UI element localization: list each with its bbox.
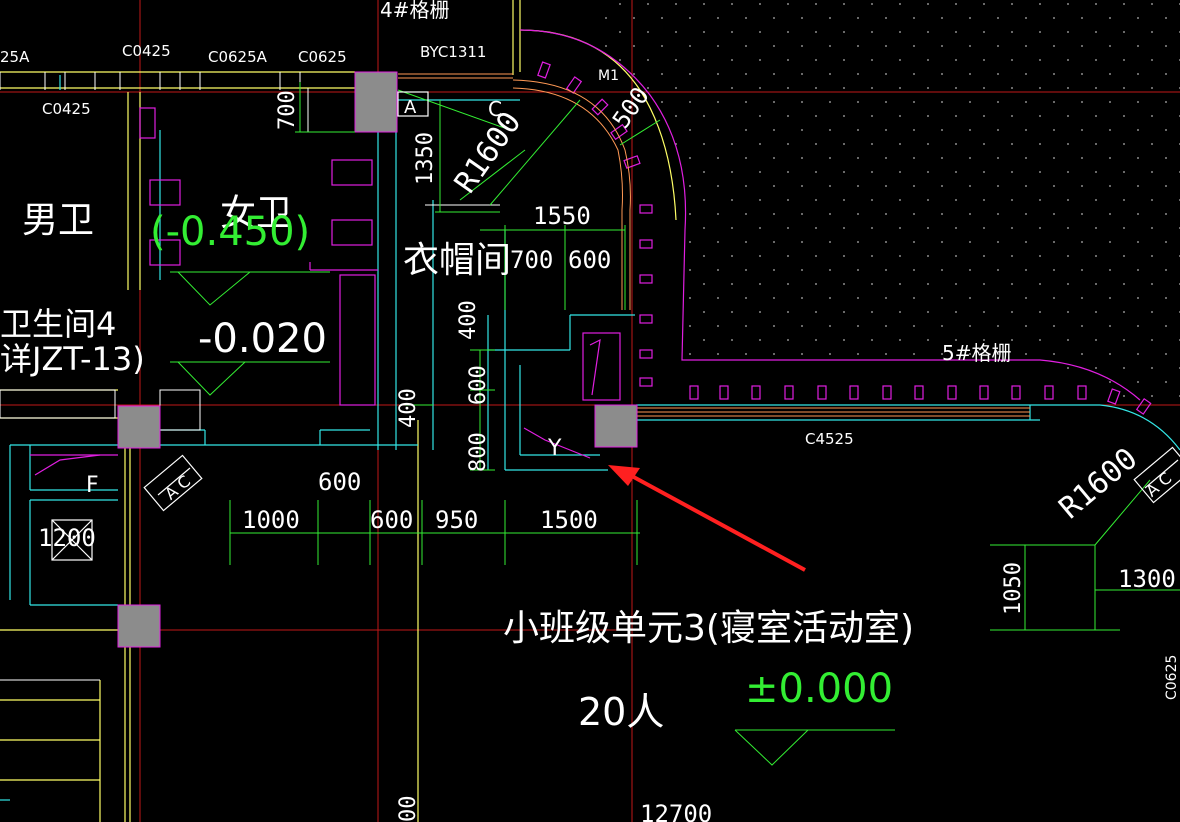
hatched-outdoor-area <box>600 0 1180 402</box>
white-lines <box>0 72 500 681</box>
dim-12700: 12700 <box>640 800 712 822</box>
room-cloak-label: 衣帽间 <box>403 240 511 281</box>
dim-600-vertical: 600 <box>466 365 491 405</box>
room-people-label: 20人 <box>578 690 664 734</box>
dim-950: 950 <box>435 506 478 534</box>
dim-1300: 1300 <box>1118 565 1176 593</box>
window-25a-label: 25A <box>0 48 30 66</box>
marker-a: A <box>404 97 417 118</box>
section-ac-left: A C <box>161 472 194 504</box>
annotation-arrow <box>608 465 806 572</box>
room-toilet-ref-label: 详JZT-13) <box>0 340 145 378</box>
dim-1200: 1200 <box>38 524 96 552</box>
window-byc1311-label: BYC1311 <box>420 43 486 61</box>
window-c0625-label: C0625 <box>298 48 347 66</box>
room-men-label: 男卫 <box>22 200 94 241</box>
dim-600-top: 600 <box>568 246 611 274</box>
dim-400-vertical-2: 400 <box>396 388 421 428</box>
marker-y: Y <box>547 436 562 461</box>
room-unit-label: 小班级单元3(寝室活动室) <box>503 608 914 649</box>
dim-600-mid: 600 <box>318 468 361 496</box>
marker-c: C <box>488 97 502 121</box>
cyan-walls <box>0 75 1180 801</box>
dim-700-vertical: 700 <box>275 90 300 130</box>
window-c0625a-label: C0625A <box>208 48 268 66</box>
dim-1050-vertical: 1050 <box>1001 562 1026 615</box>
grille-5-label: 5#格栅 <box>942 341 1011 365</box>
dim-00-vertical: 00 <box>396 796 421 822</box>
window-c0425-b-label: C0425 <box>42 100 91 118</box>
marker-f: F <box>86 473 99 498</box>
dim-1000: 1000 <box>242 506 300 534</box>
elevation-zero: ±0.000 <box>745 666 893 712</box>
elevation-neg-0020: -0.020 <box>198 316 327 362</box>
dim-400-vertical: 400 <box>456 300 481 340</box>
magenta-fixtures <box>30 29 1152 476</box>
yellow-walls <box>0 0 677 822</box>
window-c4525-label: C4525 <box>805 430 854 448</box>
dim-1500: 1500 <box>540 506 598 534</box>
door-m1-label: M1 <box>598 68 619 84</box>
dim-600-low: 600 <box>370 506 413 534</box>
dim-800-vertical: 800 <box>466 432 491 472</box>
structural-columns <box>117 71 638 648</box>
section-markers <box>51 91 1180 561</box>
elevation-neg-0450: (-0.450) <box>150 209 310 255</box>
orange-window-lines <box>398 73 1030 417</box>
dim-r1600-right: R1600 <box>1053 441 1145 526</box>
room-toilet-label: 卫生间4 <box>0 305 116 343</box>
green-dimension-lines <box>170 82 1180 766</box>
dim-1350-vertical: 1350 <box>413 132 438 185</box>
window-c0425-label: C0425 <box>122 42 171 60</box>
grille-4-label: 4#格栅 <box>380 0 449 22</box>
window-c0625-right-label: C0625 <box>1164 655 1180 700</box>
dim-700: 700 <box>510 246 553 274</box>
room-women-label: 女卫 <box>220 193 292 234</box>
dim-1550: 1550 <box>533 202 591 230</box>
